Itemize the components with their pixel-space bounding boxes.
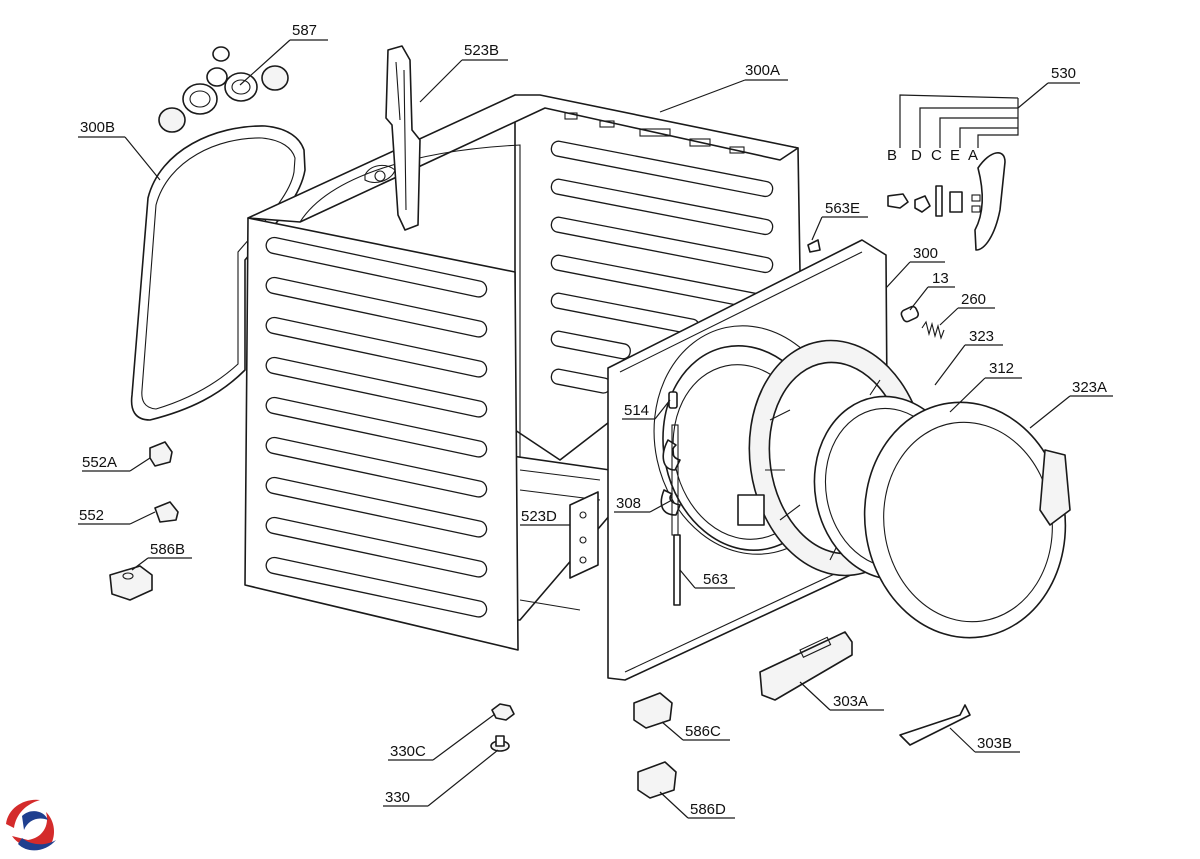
label-530: 530 (1051, 65, 1076, 82)
part-586B-foot (109, 565, 153, 601)
leader-lines (78, 39, 1113, 819)
part-552A-foot-clip (149, 441, 173, 467)
label-303A: 303A (833, 693, 868, 710)
part-586D-foot (637, 761, 677, 799)
label-530-A: A (968, 147, 978, 164)
part-323A-door-frame (863, 401, 1071, 639)
label-586C: 586C (685, 723, 721, 740)
cabinet-side-ribs (265, 236, 488, 618)
label-530-B: B (887, 147, 897, 164)
cabinet-top-slots (564, 112, 745, 154)
label-308: 308 (616, 495, 641, 512)
part-300A-cabinet (244, 94, 801, 651)
label-300A: 300A (745, 62, 780, 79)
label-586D: 586D (690, 801, 726, 818)
label-523D: 523D (521, 508, 557, 525)
part-587-plugs (158, 46, 289, 133)
part-330-bolt (490, 735, 510, 752)
label-563: 563 (703, 571, 728, 588)
part-552-foot-clip (154, 501, 179, 523)
label-323A: 323A (1072, 379, 1107, 396)
label-323: 323 (969, 328, 994, 345)
part-303B-bracket (899, 704, 971, 746)
part-563-rod (673, 534, 681, 606)
label-552: 552 (79, 507, 104, 524)
label-330: 330 (385, 789, 410, 806)
label-330C: 330C (390, 743, 426, 760)
part-13-plunger (900, 305, 920, 323)
label-530-E: E (950, 147, 960, 164)
part-330C-nut (491, 703, 515, 721)
brand-swirl-logo (5, 799, 59, 853)
part-260-spring (921, 320, 945, 340)
part-308-hinge (660, 424, 681, 536)
label-514: 514 (624, 402, 649, 419)
part-530-latch-set (887, 152, 1006, 251)
label-300B: 300B (80, 119, 115, 136)
label-523B: 523B (464, 42, 499, 59)
label-563E: 563E (825, 200, 860, 217)
label-552A: 552A (82, 454, 117, 471)
label-586B: 586B (150, 541, 185, 558)
cabinet-back-ribs (550, 140, 774, 394)
part-523D-plate (569, 491, 599, 579)
label-13: 13 (932, 270, 949, 287)
part-514-pin (668, 391, 678, 409)
part-586C-foot (633, 692, 673, 729)
part-303A-handle (759, 631, 853, 701)
label-312: 312 (989, 360, 1014, 377)
part-563E-clip (807, 239, 821, 253)
part-523B-bracket (385, 45, 421, 231)
label-530-D: D (911, 147, 922, 164)
label-587: 587 (292, 22, 317, 39)
label-303B: 303B (977, 735, 1012, 752)
label-530-C: C (931, 147, 942, 164)
label-300: 300 (913, 245, 938, 262)
label-260: 260 (961, 291, 986, 308)
part-labels: 587 523B 300A 530 300B 563E 300 13 260 3… (79, 22, 1107, 818)
